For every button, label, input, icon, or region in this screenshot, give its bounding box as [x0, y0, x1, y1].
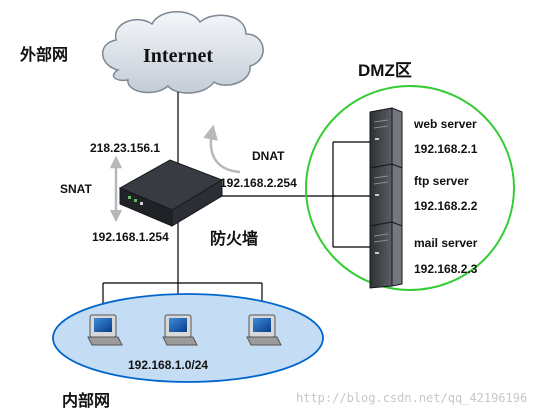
server-ftp-icon — [369, 163, 403, 231]
web-server-name: web server — [413, 117, 477, 131]
dmz-zone-ellipse — [305, 85, 515, 291]
external-network-label: 外部网 — [19, 45, 68, 64]
watermark-text: http://blog.csdn.net/qq_42196196 — [296, 391, 527, 405]
internet-label: Internet — [143, 45, 213, 67]
firewall-label: 防火墙 — [210, 229, 258, 248]
server-web-icon — [369, 107, 403, 175]
dmz-zone-label: DMZ区 — [358, 61, 412, 80]
dnat-arrow-icon — [203, 124, 241, 174]
mail-server-ip: 192.168.2.3 — [414, 262, 478, 276]
workstation-1-icon — [87, 314, 123, 346]
workstation-3-icon — [246, 314, 282, 346]
ftp-server-name: ftp server — [414, 174, 469, 188]
mail-server-name: mail server — [414, 236, 478, 250]
dnat-label: DNAT — [252, 149, 285, 163]
firewall-outside-ip: 218.23.156.1 — [90, 141, 160, 155]
snat-label: SNAT — [60, 182, 92, 196]
workstation-2-icon — [162, 314, 198, 346]
server-mail-icon — [369, 221, 403, 289]
firewall-icon — [118, 159, 224, 227]
ftp-server-ip: 192.168.2.2 — [414, 199, 478, 213]
web-server-ip: 192.168.2.1 — [414, 142, 478, 156]
firewall-dmz-ip: 192.168.2.254 — [220, 176, 297, 190]
firewall-inside-ip: 192.168.1.254 — [92, 230, 169, 244]
internet-cloud-icon — [102, 11, 264, 94]
lan-subnet-label: 192.168.1.0/24 — [128, 358, 208, 372]
internal-network-label: 内部网 — [62, 391, 110, 410]
